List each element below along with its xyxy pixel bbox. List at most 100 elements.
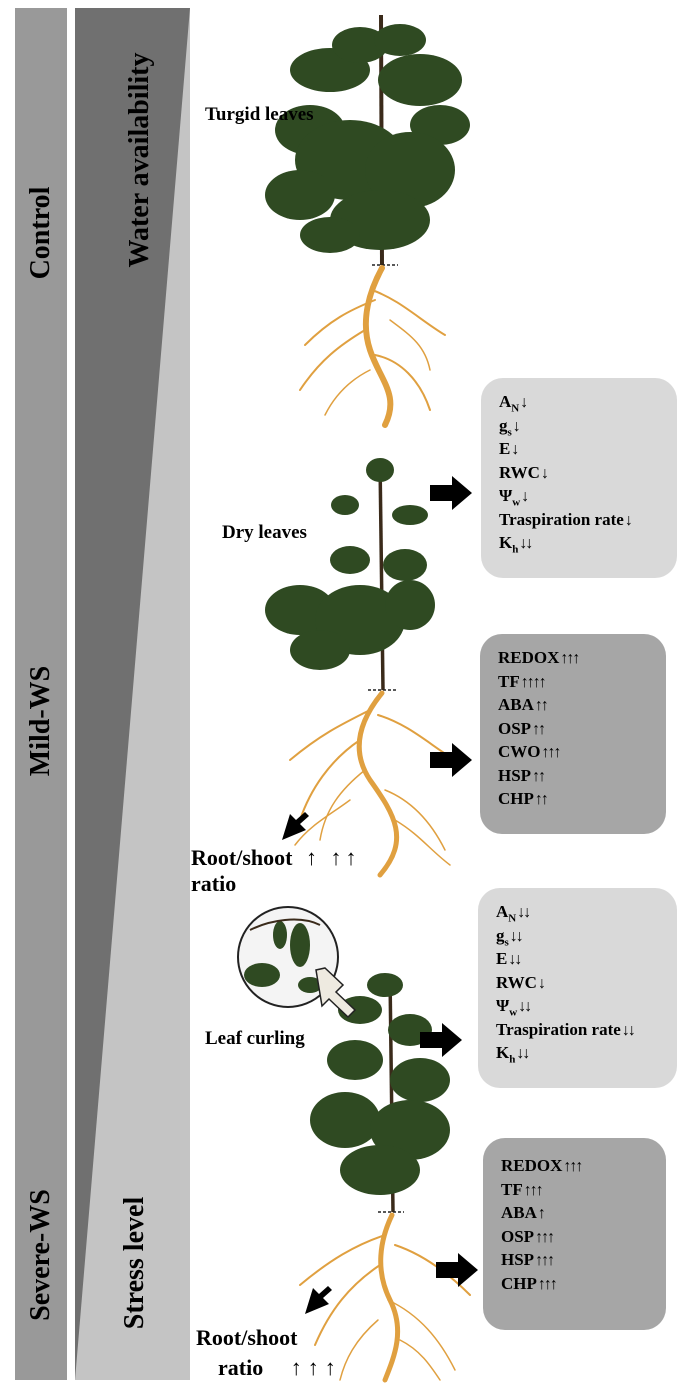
indicator-arrows: ↑↑↑ xyxy=(535,1249,553,1273)
indicator-arrows: ↑↑ xyxy=(532,718,544,742)
indicator-subscript: N xyxy=(508,912,516,924)
root-shoot-mild-caption: Root/shoot ↑ ↑↑ ratio xyxy=(191,845,360,897)
root-shoot-severe-line2: ratio xyxy=(218,1355,263,1380)
indicator-arrows: ↑↑ xyxy=(535,694,547,718)
indicator-arrows: ↑↑↑ xyxy=(563,1155,581,1179)
mild-molecular-list: REDOX↑↑↑TF↑↑↑↑ABA↑↑OSP↑↑CWO↑↑↑HSP↑↑CHP↑↑ xyxy=(498,646,666,811)
indicator-arrows: ↑↑ xyxy=(535,788,547,812)
indicator-arrows: ↓↓ xyxy=(519,532,531,556)
mild-molecular-box: REDOX↑↑↑TF↑↑↑↑ABA↑↑OSP↑↑CWO↑↑↑HSP↑↑CHP↑↑ xyxy=(480,634,666,834)
arrow-root-shoot-mild xyxy=(282,812,309,840)
indicator-row: gs↓↓ xyxy=(496,924,677,948)
indicator-subscript: w xyxy=(509,1006,517,1018)
arrow-root-shoot-severe xyxy=(305,1286,332,1314)
indicator-row: Kh↓↓ xyxy=(496,1041,677,1065)
indicator-label: Ψ xyxy=(499,486,512,505)
root-shoot-mild-line1: Root/shoot xyxy=(191,845,292,870)
indicator-label: K xyxy=(499,533,512,552)
turgid-leaves-caption: Turgid leaves xyxy=(205,104,314,126)
indicator-row: E↓ xyxy=(499,437,677,461)
root-shoot-severe-caption: Root/shoot ratio ↑↑↑ xyxy=(196,1323,342,1383)
indicator-arrows: ↓↓ xyxy=(516,1042,528,1066)
indicator-label: E xyxy=(499,439,510,458)
indicator-row: OSP↑↑ xyxy=(498,717,666,741)
indicator-row: CWO↑↑↑ xyxy=(498,740,666,764)
indicator-label: RWC xyxy=(499,463,540,482)
indicator-arrows: ↓ xyxy=(511,438,517,462)
indicator-row: OSP↑↑↑ xyxy=(501,1225,666,1249)
indicator-label: OSP xyxy=(498,719,531,738)
leaf-curling-caption: Leaf curling xyxy=(205,1028,305,1050)
indicator-row: gs↓ xyxy=(499,414,677,438)
indicator-arrows: ↑↑↑ xyxy=(535,1226,553,1250)
water-availability-label: Water availability xyxy=(125,40,155,280)
arrow-mild-physiology xyxy=(430,476,472,510)
indicator-arrows: ↓↓ xyxy=(622,1019,634,1043)
indicator-row: RWC↓ xyxy=(496,971,677,995)
indicator-arrows: ↑↑↑ xyxy=(560,647,578,671)
indicator-subscript: w xyxy=(512,496,520,508)
indicator-arrows: ↓↓ xyxy=(517,901,529,925)
indicator-row: REDOX↑↑↑ xyxy=(501,1154,666,1178)
indicator-label: REDOX xyxy=(498,648,559,667)
indicator-arrows: ↑↑↑↑ xyxy=(521,671,545,695)
indicator-label: g xyxy=(499,416,508,435)
indicator-row: Kh↓↓ xyxy=(499,531,677,555)
indicator-label: HSP xyxy=(498,766,531,785)
indicator-row: CHP↑↑↑ xyxy=(501,1272,666,1296)
indicator-row: Ψw↓↓ xyxy=(496,994,677,1018)
indicator-row: REDOX↑↑↑ xyxy=(498,646,666,670)
root-shoot-severe-line1: Root/shoot xyxy=(196,1325,297,1350)
indicator-label: CWO xyxy=(498,742,541,761)
indicator-arrows: ↓ xyxy=(625,509,631,533)
indicator-arrows: ↓↓ xyxy=(510,925,522,949)
severe-molecular-box: REDOX↑↑↑TF↑↑↑ABA↑OSP↑↑↑HSP↑↑↑CHP↑↑↑ xyxy=(483,1138,666,1330)
indicator-label: TF xyxy=(498,672,520,691)
indicator-label: CHP xyxy=(498,789,534,808)
dry-leaves-caption: Dry leaves xyxy=(222,522,307,544)
indicator-row: AN↓↓ xyxy=(496,900,677,924)
indicator-label: ABA xyxy=(498,695,534,714)
indicator-row: Traspiration rate↓↓ xyxy=(496,1018,677,1042)
control-plant xyxy=(265,15,470,425)
indicator-arrows: ↓ xyxy=(538,972,544,996)
indicator-arrows: ↓↓ xyxy=(518,995,530,1019)
indicator-label: OSP xyxy=(501,1227,534,1246)
indicator-arrows: ↑↑↑ xyxy=(538,1273,556,1297)
root-shoot-mild-arrows: ↑ ↑↑ xyxy=(306,845,361,870)
indicator-label: Traspiration rate xyxy=(496,1020,621,1039)
indicator-row: HSP↑↑ xyxy=(498,764,666,788)
indicator-subscript: h xyxy=(509,1053,515,1065)
indicator-row: TF↑↑↑↑ xyxy=(498,670,666,694)
indicator-row: Ψw↓ xyxy=(499,484,677,508)
mild-physiology-box: AN↓gs↓E↓RWC↓Ψw↓Traspiration rate↓Kh↓↓ xyxy=(481,378,677,578)
indicator-arrows: ↓ xyxy=(541,462,547,486)
stress-level-label: Stress level xyxy=(120,1183,150,1343)
indicator-row: TF↑↑↑ xyxy=(501,1178,666,1202)
root-shoot-mild-line2: ratio xyxy=(191,871,236,896)
severe-physiology-box: AN↓↓gs↓↓E↓↓RWC↓Ψw↓↓Traspiration rate↓↓Kh… xyxy=(478,888,677,1088)
indicator-arrows: ↑↑↑ xyxy=(542,741,560,765)
indicator-label: REDOX xyxy=(501,1156,562,1175)
indicator-label: A xyxy=(496,902,508,921)
indicator-label: TF xyxy=(501,1180,523,1199)
indicator-arrows: ↓ xyxy=(513,415,519,439)
severe-ws-label: Severe-WS xyxy=(26,1185,56,1325)
indicator-label: Traspiration rate xyxy=(499,510,624,529)
indicator-subscript: N xyxy=(511,402,519,414)
indicator-arrows: ↑ xyxy=(538,1202,544,1226)
indicator-label: CHP xyxy=(501,1274,537,1293)
indicator-label: HSP xyxy=(501,1250,534,1269)
mild-physiology-list: AN↓gs↓E↓RWC↓Ψw↓Traspiration rate↓Kh↓↓ xyxy=(499,390,677,555)
indicator-row: ABA↑↑ xyxy=(498,693,666,717)
indicator-label: g xyxy=(496,926,505,945)
indicator-row: E↓↓ xyxy=(496,947,677,971)
root-shoot-severe-arrows: ↑↑↑ xyxy=(291,1355,342,1380)
indicator-arrows: ↑↑↑ xyxy=(524,1179,542,1203)
indicator-label: E xyxy=(496,949,507,968)
indicator-row: AN↓ xyxy=(499,390,677,414)
control-label: Control xyxy=(26,183,56,283)
indicator-arrows: ↑↑ xyxy=(532,765,544,789)
indicator-row: ABA↑ xyxy=(501,1201,666,1225)
severe-physiology-list: AN↓↓gs↓↓E↓↓RWC↓Ψw↓↓Traspiration rate↓↓Kh… xyxy=(496,900,677,1065)
